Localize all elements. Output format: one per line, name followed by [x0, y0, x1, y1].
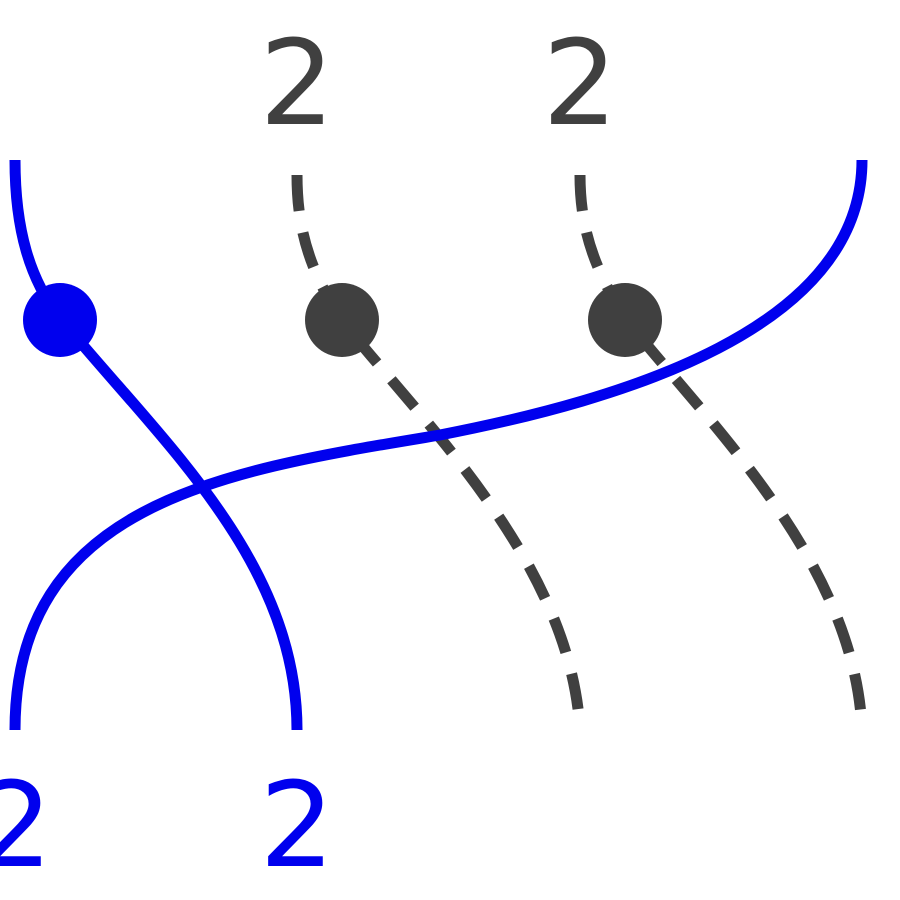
- top-label-1: 2: [259, 14, 334, 152]
- blue-strand-over: [9, 159, 868, 731]
- blue-strand-left: [9, 159, 303, 731]
- blue-node: [23, 283, 97, 357]
- gray-node-1: [305, 283, 379, 357]
- top-label-2: 2: [542, 14, 617, 152]
- gray-dashed-strand-2: [574, 174, 868, 731]
- gray-node-2: [588, 283, 662, 357]
- gray-dashed-strand-1: [291, 174, 586, 731]
- bottom-label-2: 2: [259, 756, 334, 894]
- bottom-label-1: 2: [0, 756, 53, 894]
